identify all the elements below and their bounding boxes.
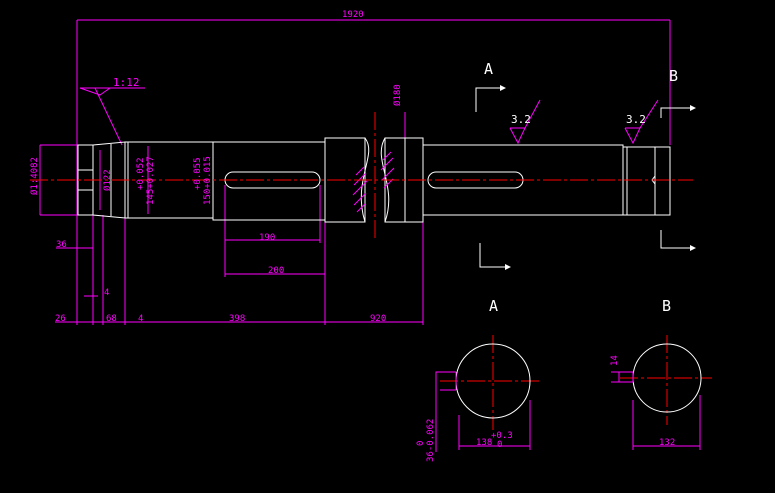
- dim-text-secA-key-lower: 36-0.062: [426, 419, 436, 462]
- section-a-label-top: A: [484, 60, 493, 78]
- break-hatching: [352, 151, 395, 213]
- arrow-b-bottom: [690, 245, 696, 251]
- section-dimensions: [435, 371, 701, 452]
- section-b-view-label: B: [662, 297, 671, 315]
- break-line-left: [360, 137, 370, 223]
- roughness-symbol-1: [509, 127, 526, 145]
- dim-text-fit1-upper: +0.052: [136, 157, 146, 190]
- dim-text-secB-width: 132: [659, 438, 675, 448]
- arrow-a-bottom: [505, 264, 511, 270]
- dim-text-key2-length: 200: [268, 266, 284, 276]
- secA-key-ext-top: [435, 371, 456, 452]
- taper-leader-arrow: [94, 87, 123, 146]
- arrow-a-top: [500, 85, 506, 91]
- hatch-line: [381, 167, 395, 181]
- dim-text-4b: 4: [138, 314, 143, 324]
- hatch-line: [380, 157, 394, 171]
- section-b-label-top: B: [669, 67, 678, 85]
- dim-text-key1-length: 190: [259, 233, 275, 243]
- dim-text-398: 398: [229, 314, 245, 324]
- hatch-line: [382, 151, 392, 161]
- dim-text-4a: 4: [104, 288, 109, 298]
- dim-text-secA-tol-upper: +0.3: [491, 431, 513, 441]
- dim-text-phi-end: Ø1:4082: [29, 157, 40, 195]
- dim-text-phi122: Ø122: [102, 169, 113, 191]
- shaft-end-right: [654, 146, 671, 216]
- roughness-symbol-2: [624, 127, 641, 145]
- hatch-line: [352, 180, 368, 196]
- arrow-b-top: [690, 105, 696, 111]
- secB-keyway: [618, 371, 634, 383]
- section-a-view-label: A: [489, 297, 498, 315]
- hatch-line: [356, 203, 366, 213]
- hatch-line: [353, 172, 367, 186]
- dim-text-26: 26: [55, 314, 66, 324]
- dim-text-fit2-upper: +0.055: [193, 157, 203, 190]
- break-line-right: [380, 137, 390, 223]
- section-b-marker-top: [660, 107, 690, 118]
- section-markers: [475, 87, 690, 268]
- dim-text-secA-width: 138: [476, 438, 492, 448]
- dim-text-68: 68: [106, 314, 117, 324]
- hatch-line: [355, 166, 365, 176]
- dim-text-secB-key: 14: [610, 355, 620, 366]
- roughness-label-1: 3.2: [511, 113, 531, 126]
- section-a-marker-bottom: [479, 243, 505, 268]
- roughness-label-2: 3.2: [626, 113, 646, 126]
- dim-text-overall-length: 1920: [342, 10, 364, 20]
- centerlines: [30, 112, 712, 430]
- dim-text-secA-key-upper: 0: [416, 441, 426, 446]
- section-marker-arrows: [500, 85, 696, 270]
- dim-text-taper: 1:12: [113, 76, 140, 89]
- dim-text-secA-tol-lower: 0: [497, 440, 502, 450]
- section-a-marker-top: [475, 87, 500, 112]
- section-b-marker-bottom: [660, 230, 690, 249]
- dim-text-920: 920: [370, 314, 386, 324]
- roughness-tail-2: [639, 99, 659, 129]
- dimension-lines: [39, 19, 671, 325]
- dim-text-36: 36: [56, 240, 67, 250]
- dim-text-fit2-lower: 150+0.015: [203, 156, 213, 205]
- dim-text-phi180: Ø180: [392, 84, 403, 106]
- dim-text-fit1-lower: 145+0.027: [146, 156, 156, 205]
- hatch-line: [353, 192, 367, 206]
- roughness-tail-1: [524, 99, 541, 129]
